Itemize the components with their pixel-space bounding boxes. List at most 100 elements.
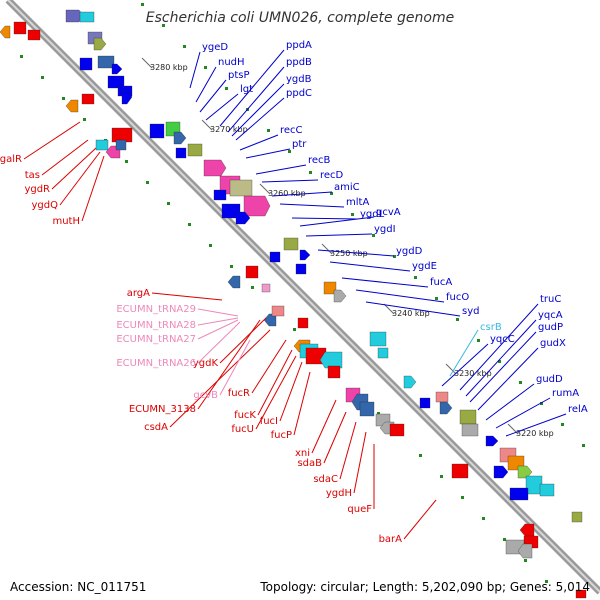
kbp-tick — [383, 303, 395, 315]
leader-line — [219, 317, 267, 364]
kbp-label: 3260 kbp — [268, 189, 306, 198]
leader-line — [41, 139, 89, 176]
rna-gene-label: ECUMN_tRNA27 — [116, 334, 196, 345]
gene-block — [333, 289, 347, 303]
tick-dot-upper — [141, 3, 144, 6]
leader-line — [495, 397, 551, 429]
leader-line — [311, 399, 337, 454]
tick-dot-lower — [293, 328, 296, 331]
gene-block — [451, 463, 469, 479]
kbp-tick — [141, 57, 153, 69]
tick-dot-upper — [393, 255, 396, 258]
gene-block — [0, 25, 11, 39]
gene-block — [79, 57, 93, 71]
leader-line — [205, 93, 239, 121]
forward-gene-label: gudD — [536, 374, 563, 385]
gene-block — [295, 263, 307, 275]
leader-line — [235, 97, 285, 141]
leader-line — [339, 421, 357, 480]
leader-line — [219, 339, 251, 396]
gene-block — [95, 139, 109, 151]
tick-dot-upper — [519, 381, 522, 384]
leader-line — [465, 319, 537, 397]
leader-line — [477, 347, 539, 411]
gene-block — [269, 251, 281, 263]
tick-dot-lower — [230, 265, 233, 268]
forward-gene-label: yqcC — [490, 334, 515, 345]
reverse-gene-label: fucI — [260, 416, 278, 427]
leader-line — [323, 411, 347, 464]
leader-line — [255, 164, 307, 175]
gene-block — [175, 147, 187, 159]
gene-block — [435, 391, 449, 403]
leader-line — [305, 233, 373, 237]
leader-line — [59, 151, 101, 206]
backbone-highlight — [7, 0, 600, 593]
leader-line — [261, 179, 319, 183]
forward-gene-label: ygdB — [286, 74, 312, 85]
rna-gene-label: ECUMN_tRNA26 — [116, 358, 196, 369]
leader-line — [279, 361, 303, 422]
gene-block — [299, 249, 311, 261]
gene-block — [97, 55, 115, 69]
forward-gene-label: recC — [280, 125, 303, 136]
gene-block — [235, 211, 251, 225]
gene-block — [261, 283, 271, 293]
gene-block — [377, 347, 389, 359]
reverse-gene-label: xni — [295, 448, 310, 459]
kbp-label: 3220 kbp — [516, 429, 554, 438]
leader-line — [169, 329, 271, 428]
tick-dot-lower — [503, 538, 506, 541]
gene-block — [173, 131, 187, 145]
leader-line — [355, 289, 445, 303]
leader-line — [239, 134, 279, 151]
tick-dot-lower — [167, 202, 170, 205]
leader-line — [189, 51, 201, 89]
gene-block — [221, 203, 241, 219]
leader-line — [293, 371, 311, 436]
forward-gene-label: syd — [462, 306, 479, 317]
ncrna-gene-label: csrB — [480, 322, 502, 333]
gene-block — [403, 375, 417, 389]
leader-line — [197, 308, 239, 317]
forward-gene-label: yqcA — [538, 310, 563, 321]
leader-line — [195, 66, 217, 103]
reverse-gene-label: sdaC — [313, 474, 338, 485]
tick-dot-upper — [225, 87, 228, 90]
tick-dot-upper — [162, 24, 165, 27]
kbp-tick — [259, 183, 271, 195]
tick-dot-upper — [204, 66, 207, 69]
tick-dot-lower — [251, 286, 254, 289]
leader-line — [459, 303, 539, 391]
forward-gene-label: rumA — [552, 388, 579, 399]
tick-dot-upper — [582, 444, 585, 447]
gene-block — [439, 401, 453, 415]
gene-block — [213, 189, 227, 201]
reverse-gene-label: sdaB — [297, 458, 322, 469]
leader-line — [341, 277, 429, 288]
tick-dot-upper — [267, 129, 270, 132]
gene-block — [359, 401, 375, 417]
reverse-gene-label: argA — [127, 288, 150, 299]
tick-dot-lower — [20, 55, 23, 58]
reverse-gene-label: fucK — [234, 410, 256, 421]
reverse-gene-label: ygdH — [326, 488, 352, 499]
forward-gene-label: ppdC — [286, 88, 312, 99]
gene-block — [517, 543, 533, 559]
gene-block — [509, 487, 529, 501]
rna-gene-label: gcvB — [193, 390, 218, 401]
leader-line — [197, 319, 239, 340]
tick-dot-lower — [419, 454, 422, 457]
leader-line — [403, 499, 437, 540]
gene-block — [323, 281, 337, 295]
gene-block — [111, 63, 123, 75]
leader-line — [197, 319, 261, 410]
gene-block — [245, 265, 259, 279]
gene-block — [107, 75, 125, 89]
tick-dot-upper — [372, 234, 375, 237]
leader-line — [449, 329, 479, 377]
gene-block — [283, 237, 299, 251]
tick-dot-lower — [188, 223, 191, 226]
